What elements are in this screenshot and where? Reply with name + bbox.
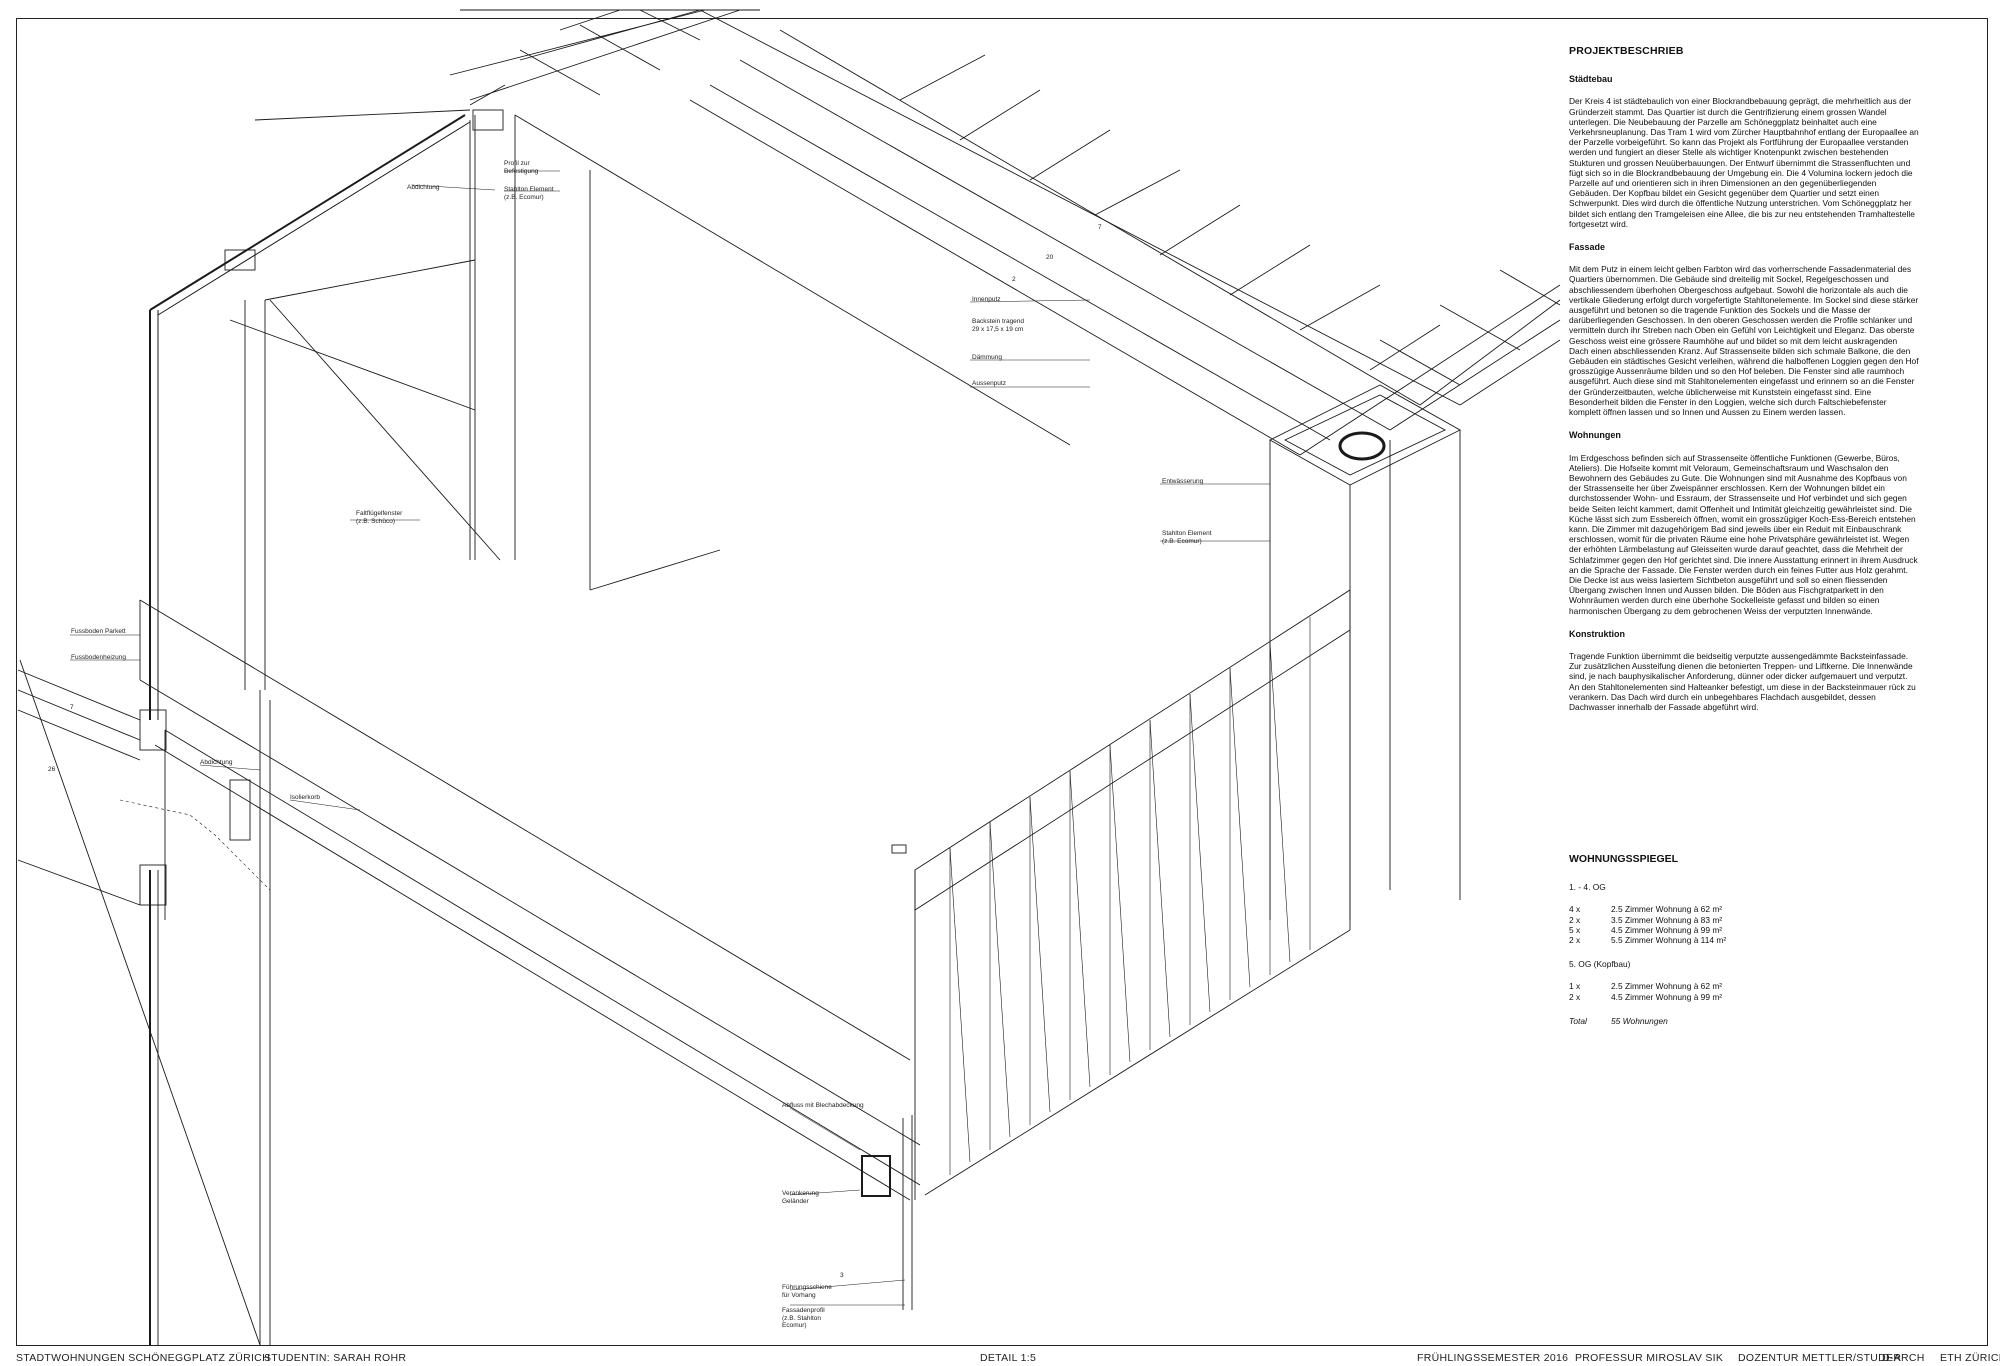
label-verankerung: Verankerung Geländer <box>782 1190 819 1205</box>
sheet-frame <box>16 18 1988 1346</box>
apartment-count: 2 x <box>1569 991 1581 1002</box>
footer-dozentur: DOZENTUR METTLER/STUDER <box>1738 1352 1902 1364</box>
footer-student: STUDENTIN: SARAH ROHR <box>264 1352 407 1364</box>
total-row: Total 55 Wohnungen <box>1569 1016 1919 1026</box>
apartment-type: 3.5 Zimmer Wohnung à 83 m² <box>1611 914 1723 925</box>
apartment-count: 5 x <box>1569 924 1581 935</box>
label-fussbodenheizung: Fussbodenheizung <box>71 654 126 661</box>
dimension-26: 26 <box>48 766 56 773</box>
apartment-row: 2 x 4.5 Zimmer Wohnung à 99 m² <box>1569 992 1919 1002</box>
dimension-3: 3 <box>840 1272 844 1279</box>
apartment-type: 4.5 Zimmer Wohnung à 99 m² <box>1611 991 1723 1002</box>
heading-konstruktion: Konstruktion <box>1569 628 1625 639</box>
apartment-list-1-4-og: 4 x 2.5 Zimmer Wohnung à 62 m² 2 x 3.5 Zimm… <box>1569 904 1919 945</box>
footer-detail-scale: DETAIL 1:5 <box>980 1352 1037 1364</box>
paragraph-staedtebau: Der Kreis 4 ist städtebaulich von einer … <box>1569 96 1919 229</box>
apartment-count: 4 x <box>1569 904 1581 915</box>
footer-professor: PROFESSUR MIROSLAV SIK <box>1575 1352 1724 1364</box>
label-stahlton-right: Stahlton Element (z.B. Ecomur) <box>1162 530 1212 545</box>
label-abdichtung-bottom: Abdichtung <box>200 759 233 766</box>
label-entwaesserung: Entwässerung <box>1162 478 1204 485</box>
apartment-list-5-og: 1 x 2.5 Zimmer Wohnung à 62 m² 2 x 4.5 Zimm… <box>1569 981 1919 1001</box>
apartment-row: 2 x 5.5 Zimmer Wohnung à 114 m² <box>1569 935 1919 945</box>
dimension-7b: 7 <box>70 704 74 711</box>
wohnungsspiegel: WOHNUNGSSPIEGEL 1. - 4. OG 4 x 2.5 Zimmer… <box>1569 854 1919 1026</box>
apartment-count: 1 x <box>1569 981 1581 992</box>
footer-semester: FRÜHLINGSSEMESTER 2016 <box>1417 1352 1569 1364</box>
footer-eth: ETH ZÜRICH <box>1940 1352 2000 1364</box>
title-block: STADTWOHNUNGEN SCHÖNEGGPLATZ ZÜRICH STUD… <box>16 1352 2000 1366</box>
group-title-1-4-og: 1. - 4. OG <box>1569 882 1606 893</box>
footer-project: STADTWOHNUNGEN SCHÖNEGGPLATZ ZÜRICH <box>16 1352 270 1364</box>
total-value: 55 Wohnungen <box>1611 1015 1668 1026</box>
roof-edge-band <box>17 9 1561 1346</box>
apartment-count: 2 x <box>1569 935 1581 946</box>
project-description: PROJEKTBESCHRIEB Städtebau Der Kreis 4 i… <box>1569 44 1919 725</box>
section-title-wohnungsspiegel: WOHNUNGSSPIEGEL <box>1569 853 1679 865</box>
dimension-2: 2 <box>1012 276 1016 283</box>
paragraph-konstruktion: Tragende Funktion übernimmt die beidseit… <box>1569 650 1916 712</box>
total-label: Total <box>1569 1015 1587 1026</box>
label-abfluss: Abfluss mit Blechabdeckung <box>782 1102 864 1109</box>
label-backstein: Backstein tragend 29 x 17,5 x 19 cm <box>972 318 1025 333</box>
label-faltfluegelfenster: Faltflügelfenster (z.B. Schüco) <box>356 510 403 525</box>
label-fussboden-parkett: Fussboden Parkett <box>71 628 126 635</box>
label-fassadenprofil: Fassadenprofil (z.B. Stahlton Ecomur) <box>782 1307 825 1329</box>
label-fuehrungsschiene: Führungsschiene für Vorhang <box>782 1284 832 1299</box>
heading-staedtebau: Städtebau <box>1569 74 1613 85</box>
label-abdichtung-top: Abdichtung <box>407 184 440 191</box>
label-isolierkorb: Isolierkorb <box>290 794 320 801</box>
heading-fassade: Fassade <box>1569 242 1606 253</box>
apartment-type: 5.5 Zimmer Wohnung à 114 m² <box>1611 935 1727 946</box>
apartment-type: 2.5 Zimmer Wohnung à 62 m² <box>1611 981 1723 992</box>
paragraph-fassade: Mit dem Putz in einem leicht gelben Farb… <box>1569 264 1919 418</box>
paragraph-wohnungen: Im Erdgeschoss befinden sich auf Strasse… <box>1569 452 1918 616</box>
dimension-20: 20 <box>1046 254 1054 261</box>
section-title-projektbeschrieb: PROJEKTBESCHRIEB <box>1569 45 1684 57</box>
label-stahlton-top: Stahlton Element (z.B. Ecomur) <box>504 186 554 201</box>
label-profil: Profil zur Befestigung <box>504 160 539 175</box>
heading-wohnungen: Wohnungen <box>1569 430 1621 441</box>
label-aussenputz: Aussenputz <box>972 380 1006 387</box>
apartment-row: 2 x 3.5 Zimmer Wohnung à 83 m² <box>1569 915 1919 925</box>
group-title-5-og: 5. OG (Kopfbau) <box>1569 959 1631 970</box>
apartment-row: 5 x 4.5 Zimmer Wohnung à 99 m² <box>1569 925 1919 935</box>
label-daemmung: Dämmung <box>972 354 1002 361</box>
apartment-type: 4.5 Zimmer Wohnung à 99 m² <box>1611 924 1723 935</box>
apartment-row: 4 x 2.5 Zimmer Wohnung à 62 m² <box>1569 904 1919 914</box>
dimension-7: 7 <box>1098 224 1102 231</box>
label-innenputz: Innenputz <box>972 296 1001 303</box>
apartment-row: 1 x 2.5 Zimmer Wohnung à 62 m² <box>1569 981 1919 991</box>
footer-darch: D-ARCH <box>1882 1352 1925 1364</box>
apartment-type: 2.5 Zimmer Wohnung à 62 m² <box>1611 904 1723 915</box>
apartment-count: 2 x <box>1569 914 1581 925</box>
